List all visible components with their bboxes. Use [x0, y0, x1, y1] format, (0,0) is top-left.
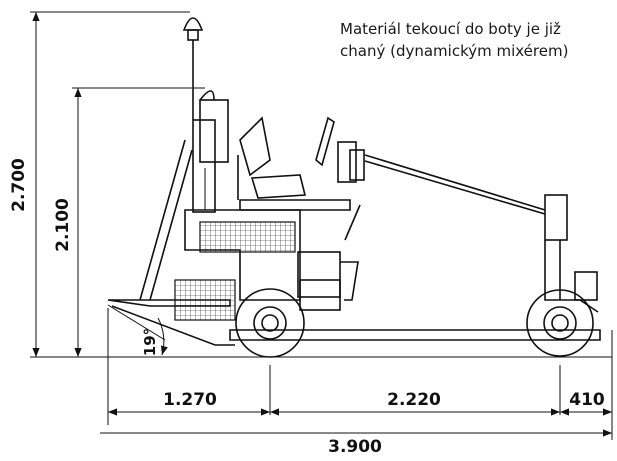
rear-wheel	[526, 289, 594, 357]
front-wheel	[235, 288, 305, 358]
dim-seat-height: 2.100	[53, 87, 205, 357]
chassis	[174, 199, 601, 341]
dim-total-height-label: 2.700	[9, 158, 29, 212]
dim-wheelbase-label: 2.220	[387, 390, 441, 410]
dim-total-length-label: 3.900	[328, 437, 382, 457]
dim-horizontal: 1.270 2.220 410 3.900	[100, 308, 613, 457]
dim-front-overhang-label: 1.270	[163, 390, 217, 410]
steering-pipe	[315, 116, 546, 215]
caption: Materiál tekoucí do boty je již chaný (d…	[340, 18, 568, 62]
operator-seat	[237, 116, 307, 200]
caption-line-2: chaný (dynamickým mixérem)	[340, 42, 569, 60]
dim-total-height: 2.700	[9, 11, 190, 357]
dim-ramp-angle-label: 19°	[141, 328, 159, 356]
rear-mixer	[544, 194, 599, 313]
dim-seat-height-label: 2.100	[53, 198, 73, 252]
control-column	[192, 90, 229, 213]
dim-rear-overhang-label: 410	[569, 390, 605, 410]
beacon-icon	[182, 17, 204, 31]
dim-ramp-angle: 19°	[107, 304, 168, 356]
caption-line-1: Materiál tekoucí do boty je již	[340, 20, 561, 38]
beacon-mast	[182, 17, 204, 120]
